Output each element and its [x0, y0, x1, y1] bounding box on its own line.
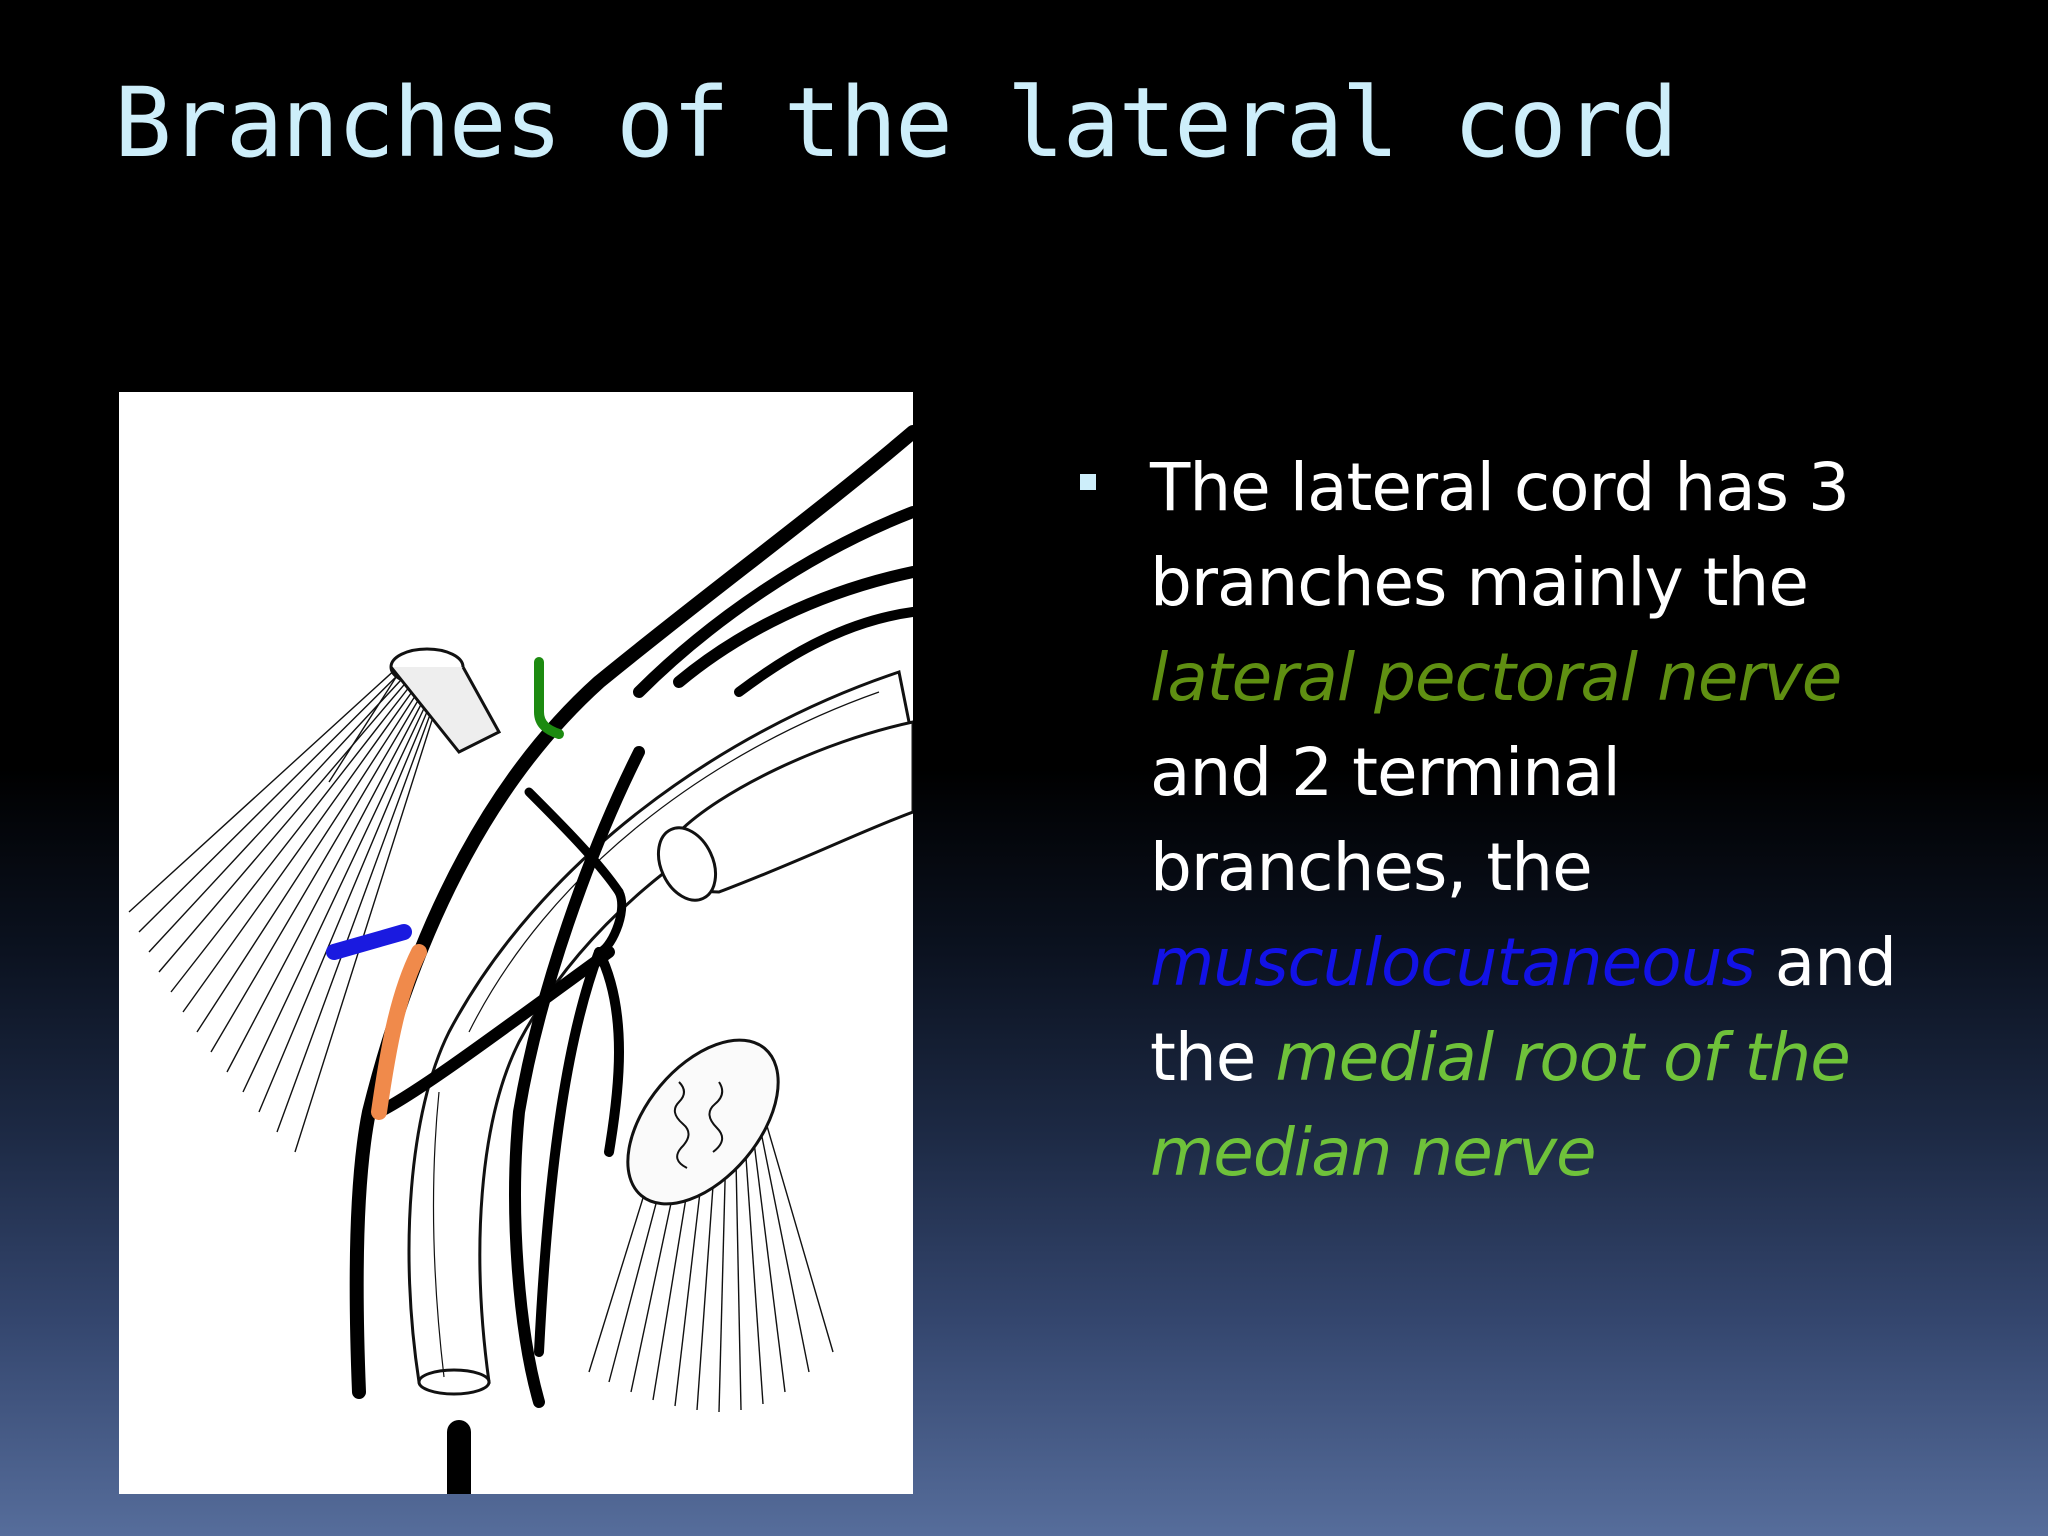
bullet-line-5: branches, the — [1150, 829, 1593, 906]
lateral-pectoral-nerve-highlight — [534, 657, 564, 739]
coracoid-tendon — [389, 647, 502, 754]
lateral-root-median-highlight — [371, 944, 427, 1120]
musculocutaneous-nerve-highlight — [326, 924, 412, 960]
pectoral-tendon-right — [626, 1038, 780, 1206]
axillary-vein — [656, 720, 913, 902]
slide-title: Branches of the lateral cord — [114, 67, 1678, 179]
bullet-line-4: and 2 terminal — [1150, 734, 1621, 811]
lateral-pectoral-nerve-label: lateral pectoral nerve — [1150, 639, 1842, 716]
medial-root-label-2: median nerve — [1150, 1114, 1597, 1191]
musculocutaneous-label: musculocutaneous — [1150, 924, 1756, 1001]
pectoralis-minor-fibers-left — [128, 656, 434, 1153]
bullet-line-1: The lateral cord has 3 — [1150, 449, 1850, 526]
bullet-line-2: branches mainly the — [1150, 544, 1809, 621]
medial-root-label-1: medial root of the — [1275, 1019, 1851, 1096]
and-word: and — [1754, 924, 1897, 1001]
bullet-text: The lateral cord has 3 branches mainly t… — [1150, 440, 1980, 1200]
the-word: the — [1150, 1019, 1276, 1096]
brachial-plexus-illustration — [119, 392, 913, 1494]
nerve-trunks — [349, 425, 913, 1494]
bullet-square-icon — [1080, 474, 1096, 490]
